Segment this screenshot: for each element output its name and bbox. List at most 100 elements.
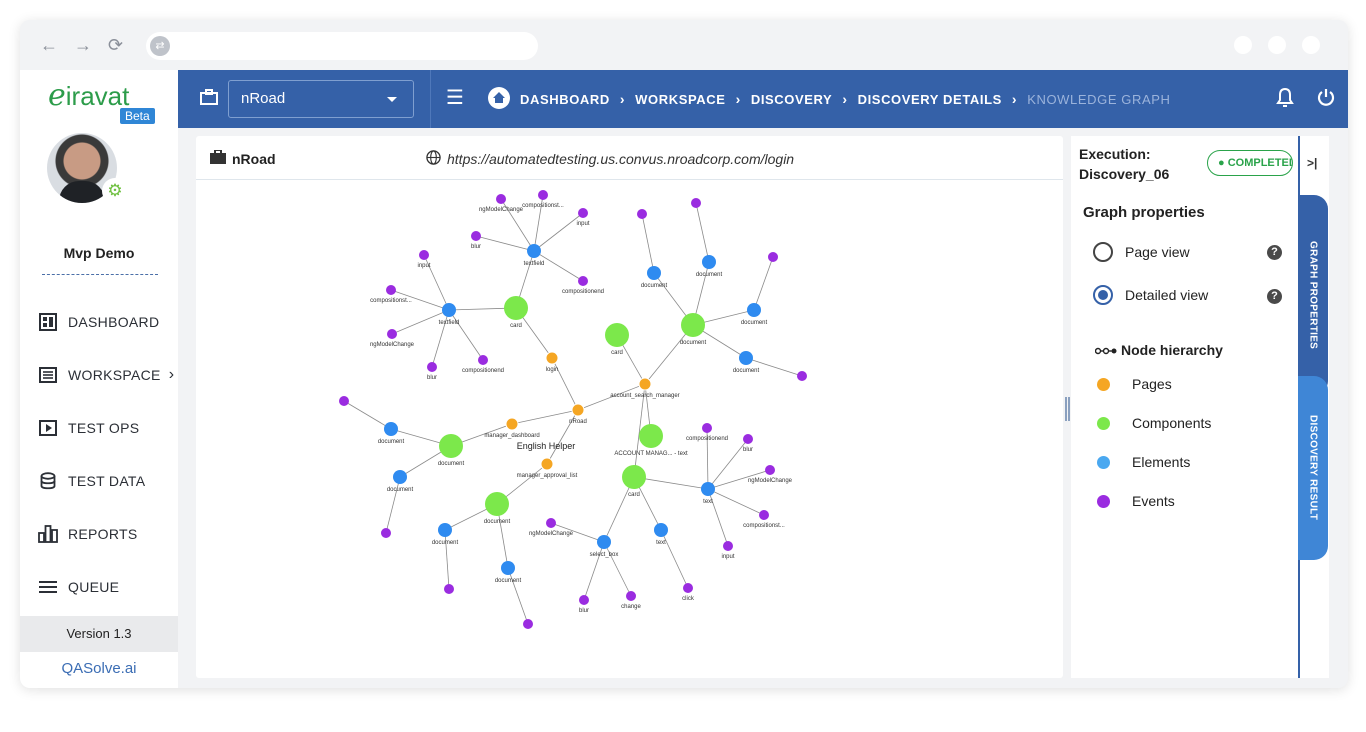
browser-bar: ← → ⟳ ⇄ — [20, 20, 1348, 70]
graph-node-element[interactable] — [501, 561, 515, 575]
collapse-panel-button[interactable]: >| — [1307, 156, 1318, 170]
window-maximize[interactable] — [1268, 36, 1286, 54]
legend-dot-pages — [1097, 377, 1110, 391]
graph-node-event[interactable] — [683, 583, 693, 593]
graph-node-event[interactable] — [723, 541, 733, 551]
graph-node-component[interactable] — [504, 296, 528, 320]
footer-link[interactable]: QASolve.ai — [61, 660, 137, 677]
graph-node-event[interactable] — [478, 355, 488, 365]
graph-node-element[interactable] — [739, 351, 753, 365]
graph-node-page[interactable] — [638, 377, 652, 391]
reload-icon[interactable]: ⟳ — [108, 35, 124, 55]
detailed-view-radio[interactable] — [1093, 285, 1113, 305]
graph-node-element[interactable] — [701, 482, 715, 496]
graph-node-event[interactable] — [387, 329, 397, 339]
page-view-option[interactable]: Page view — [1093, 242, 1190, 262]
graph-node-event[interactable] — [538, 190, 548, 200]
graph-node-event[interactable] — [578, 276, 588, 286]
graph-node-element[interactable] — [393, 470, 407, 484]
graph-node-label: click — [682, 596, 695, 602]
help-icon[interactable]: ? — [1267, 245, 1282, 260]
graph-node-event[interactable] — [637, 209, 647, 219]
breadcrumb-discovery-details[interactable]: DISCOVERY DETAILS — [857, 91, 1002, 107]
panel-resize-handle[interactable] — [1065, 397, 1070, 421]
window-minimize[interactable] — [1234, 36, 1252, 54]
graph-node-element[interactable] — [438, 523, 452, 537]
graph-node-component[interactable] — [622, 465, 646, 489]
graph-node-event[interactable] — [797, 371, 807, 381]
graph-node-page[interactable] — [505, 417, 519, 431]
sidebar-item-workspace[interactable]: WORKSPACE › — [38, 363, 174, 387]
graph-node-element[interactable] — [702, 255, 716, 269]
help-icon[interactable]: ? — [1267, 289, 1282, 304]
graph-node-event[interactable] — [759, 510, 769, 520]
app-logo[interactable]: eiravat — [48, 78, 129, 113]
graph-node-element[interactable] — [654, 523, 668, 537]
knowledge-graph[interactable]: nRoadloginaccount_search_managermanager_… — [196, 180, 1063, 678]
graph-node-event[interactable] — [444, 584, 454, 594]
sidebar-item-test-ops[interactable]: TEST OPS — [38, 416, 139, 440]
graph-node-component[interactable] — [605, 323, 629, 347]
avatar-body — [59, 181, 105, 203]
address-bar[interactable]: ⇄ — [146, 32, 538, 60]
graph-node-event[interactable] — [427, 362, 437, 372]
menu-icon[interactable]: ☰ — [446, 87, 464, 109]
graph-node-event[interactable] — [339, 396, 349, 406]
queue-icon — [38, 577, 58, 597]
graph-node-component[interactable] — [439, 434, 463, 458]
gear-icon[interactable]: ⚙ — [102, 178, 128, 204]
graph-node-event[interactable] — [702, 423, 712, 433]
breadcrumb-workspace[interactable]: WORKSPACE — [635, 91, 726, 107]
home-icon[interactable] — [488, 87, 510, 109]
tab-graph-properties[interactable]: GRAPH PROPERTIES — [1298, 195, 1328, 395]
graph-node-event[interactable] — [578, 208, 588, 218]
tab-discovery-result[interactable]: DISCOVERY RESULT — [1298, 376, 1328, 560]
page-view-radio[interactable] — [1093, 242, 1113, 262]
back-icon[interactable]: ← — [40, 35, 58, 55]
graph-edge — [695, 202, 710, 263]
sidebar-item-reports[interactable]: REPORTS — [38, 522, 138, 546]
power-icon[interactable] — [1316, 87, 1336, 114]
graph-node-component[interactable] — [639, 424, 663, 448]
graph-node-component[interactable] — [681, 313, 705, 337]
forward-icon[interactable]: → — [74, 35, 92, 55]
sidebar-item-test-data[interactable]: TEST DATA — [38, 469, 145, 493]
detailed-view-option[interactable]: Detailed view — [1093, 285, 1208, 305]
graph-edge — [707, 469, 771, 490]
graph-node-component[interactable] — [485, 492, 509, 516]
breadcrumb-dashboard[interactable]: DASHBOARD — [520, 91, 610, 107]
graph-node-element[interactable] — [647, 266, 661, 280]
graph-node-event[interactable] — [768, 252, 778, 262]
graph-node-event[interactable] — [471, 231, 481, 241]
project-select[interactable]: nRoad — [228, 80, 414, 118]
sidebar-item-queue[interactable]: QUEUE — [38, 575, 119, 599]
graph-node-element[interactable] — [384, 422, 398, 436]
sidebar-item-dashboard[interactable]: DASHBOARD — [38, 310, 159, 334]
breadcrumb-discovery[interactable]: DISCOVERY — [750, 91, 833, 107]
graph-node-label: input — [576, 221, 589, 227]
graph-node-event[interactable] — [523, 619, 533, 629]
graph-edge — [706, 427, 709, 490]
graph-node-event[interactable] — [691, 198, 701, 208]
graph-node-event[interactable] — [626, 591, 636, 601]
graph-node-event[interactable] — [381, 528, 391, 538]
bell-icon[interactable] — [1276, 87, 1294, 114]
graph-node-event[interactable] — [386, 285, 396, 295]
graph-node-event[interactable] — [546, 518, 556, 528]
graph-node-element[interactable] — [527, 244, 541, 258]
graph-node-event[interactable] — [496, 194, 506, 204]
graph-node-page[interactable] — [540, 457, 554, 471]
avatar[interactable] — [47, 133, 117, 203]
graph-node-event[interactable] — [765, 465, 775, 475]
graph-node-event[interactable] — [419, 250, 429, 260]
graph-node-page[interactable] — [571, 403, 585, 417]
site-settings-icon[interactable]: ⇄ — [150, 36, 170, 56]
graph-node-element[interactable] — [747, 303, 761, 317]
node-hierarchy-title: Node hierarchy — [1094, 342, 1223, 358]
graph-node-element[interactable] — [597, 535, 611, 549]
graph-node-element[interactable] — [442, 303, 456, 317]
window-close[interactable] — [1302, 36, 1320, 54]
graph-node-event[interactable] — [743, 434, 753, 444]
graph-node-event[interactable] — [579, 595, 589, 605]
graph-node-page[interactable] — [545, 351, 559, 365]
